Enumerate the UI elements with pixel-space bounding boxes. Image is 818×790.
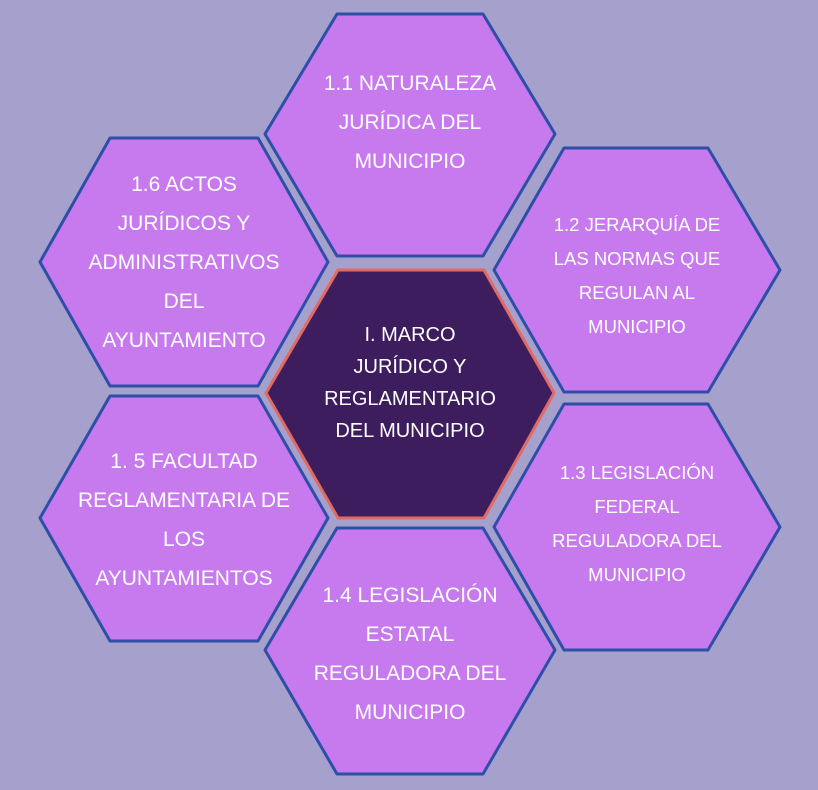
label-top: 1.1 NATURALEZA JURÍDICA DEL MUNICIPIO	[323, 71, 497, 173]
hex-lower-right	[492, 402, 782, 652]
label-upper-left: 1.6 ACTOS JURÍDICOS Y ADMINISTRATIVOS DE…	[88, 172, 280, 352]
hex-upper-right	[492, 146, 782, 394]
hex-center	[264, 268, 556, 520]
label-center: I. MARCO JURÍDICO Y REGLAMENTARIO DEL MU…	[324, 324, 496, 442]
hex-upper-left	[38, 136, 330, 388]
label-upper-right: 1.2 JERARQUÍA DE LAS NORMAS QUE REGULAN …	[553, 214, 721, 337]
label-bottom: 1.4 LEGISLACIÓN ESTATAL REGULADORA DEL M…	[313, 584, 507, 724]
hex-bottom	[263, 526, 557, 776]
hex-lower-left	[38, 394, 330, 643]
label-lower-left: 1. 5 FACULTAD REGLAMENTARIA DE LOS AYUNT…	[78, 450, 290, 590]
label-lower-right: 1.3 LEGISLACIÓN FEDERAL REGULADORA DEL M…	[552, 462, 722, 585]
hex-top	[263, 12, 557, 258]
